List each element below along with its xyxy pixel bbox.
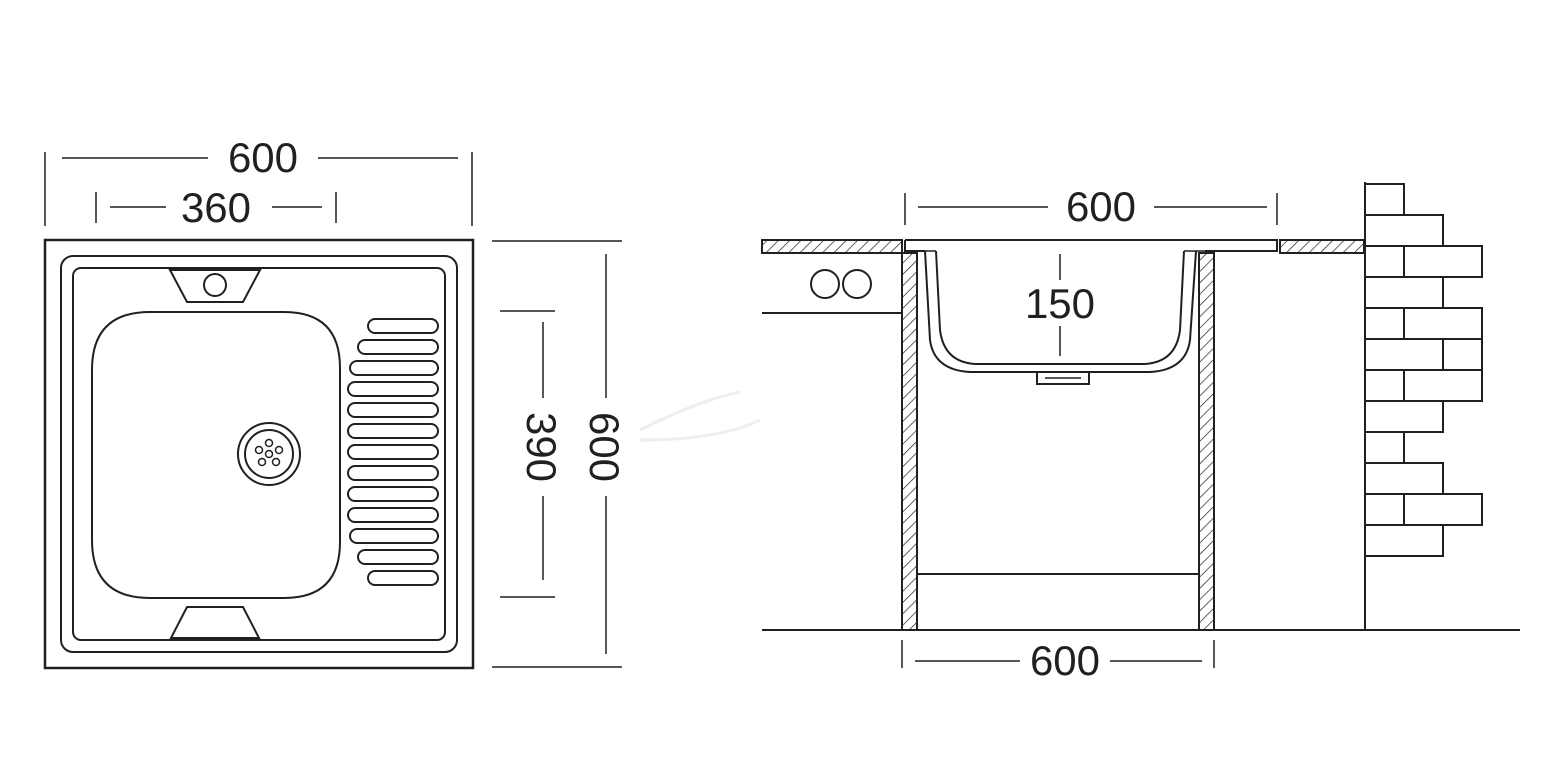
plan-overall-depth-label: 600: [581, 412, 628, 482]
sink-deck: [72, 267, 446, 641]
brick-wall: [1364, 182, 1483, 630]
sink-rim-inner-edge: [60, 255, 458, 653]
plan-bowl-depth-dimension: 390: [500, 310, 565, 598]
faucet-mount: [168, 269, 262, 303]
cabinet-wall-right: [1198, 252, 1215, 631]
drainboard-ribs: [347, 318, 439, 586]
drain-strainer: [237, 422, 301, 486]
drawer-knob-1: [810, 269, 840, 299]
plan-overall-width-label: 600: [228, 134, 298, 181]
plan-view: 600 360: [43, 134, 628, 670]
section-view: 600 150: [761, 182, 1520, 684]
watermark-logo: [639, 390, 761, 442]
cabinet-wall-left: [901, 252, 918, 631]
section-sink-width-dimension: 600: [904, 183, 1278, 230]
plan-depth-dimension: 600: [492, 240, 628, 668]
faucet-hole: [203, 273, 227, 297]
sink-outer-rim: [43, 238, 475, 670]
plan-bowl-depth-label: 390: [518, 412, 565, 482]
sink-rim-profile: [905, 239, 1278, 252]
countertop-left: [761, 239, 903, 254]
plan-width-dimension: 600: [44, 134, 473, 226]
bowl-front-bevel: [169, 606, 261, 639]
drawer-knob-2: [842, 269, 872, 299]
plan-bowl-width-label: 360: [181, 184, 251, 231]
sink-bowl: [91, 311, 341, 599]
section-bowl-depth-dimension: 150: [1025, 254, 1095, 356]
drain-outlet: [1036, 371, 1090, 385]
countertop-right: [1279, 239, 1365, 254]
plan-bowl-width-dimension: 360: [95, 184, 337, 231]
section-cabinet-width-dimension: 600: [901, 637, 1215, 684]
section-cabinet-width-label: 600: [1030, 637, 1100, 684]
section-sink-width-label: 600: [1066, 183, 1136, 230]
section-bowl-depth-label: 150: [1025, 280, 1095, 327]
